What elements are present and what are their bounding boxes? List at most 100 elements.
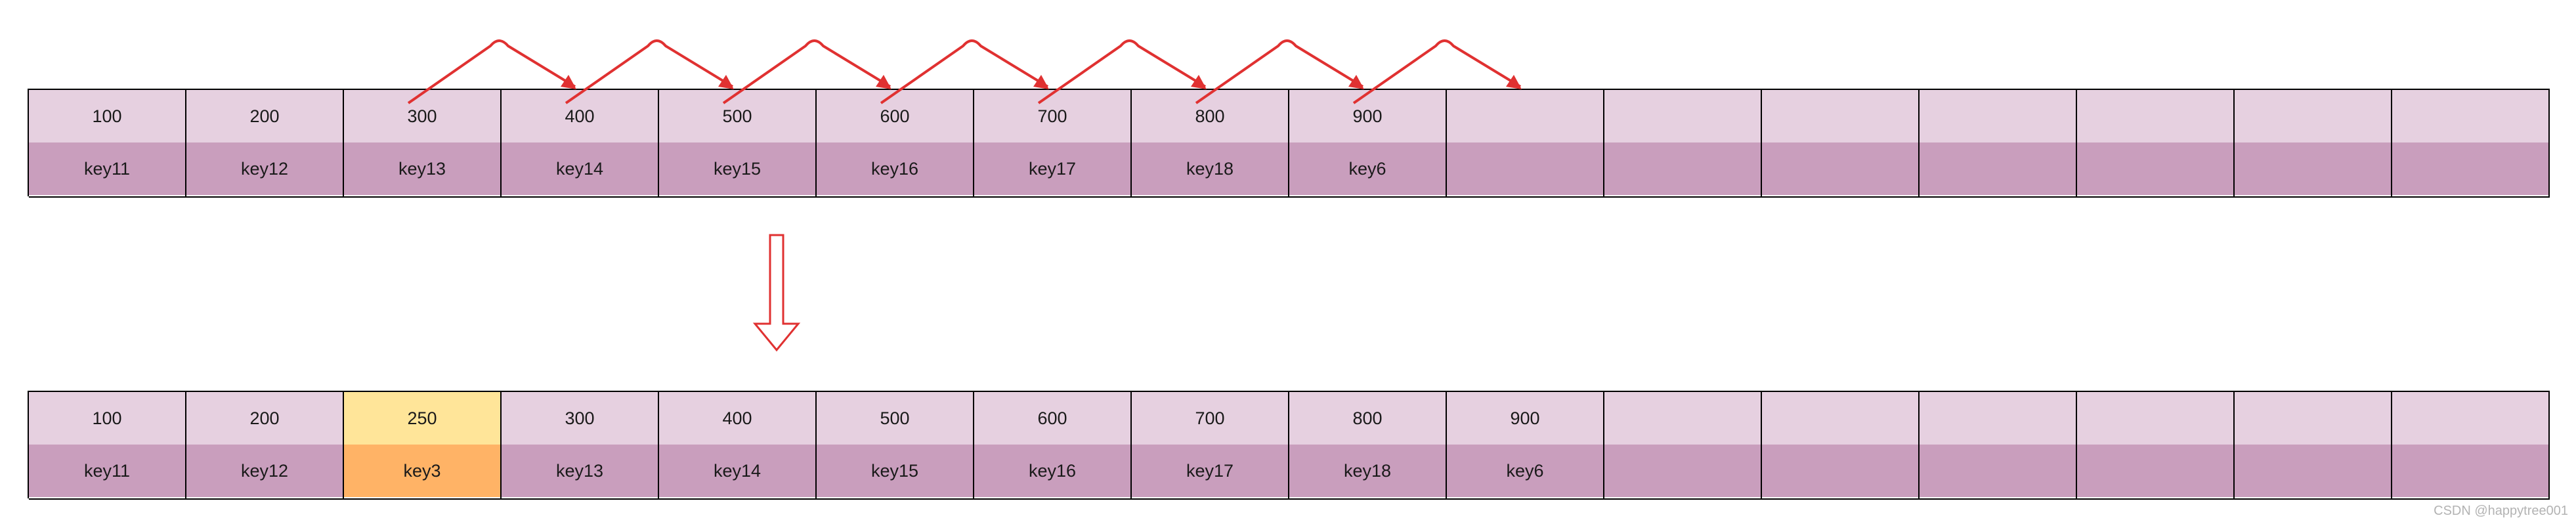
array-cell: [2392, 392, 2550, 500]
cell-value: [2235, 392, 2391, 445]
array-cell: [2235, 90, 2392, 198]
cell-key: [2077, 142, 2233, 195]
cell-value: 600: [817, 90, 973, 142]
array-cell: [1920, 392, 2077, 500]
cell-value: 600: [974, 392, 1130, 445]
array-cell: [1604, 392, 1762, 500]
cell-key: key13: [502, 445, 658, 497]
cell-key: key6: [1447, 445, 1603, 497]
transition-arrow: [752, 234, 801, 352]
array-cell: [1447, 90, 1604, 198]
cell-key: [1762, 142, 1918, 195]
cell-value: 300: [502, 392, 658, 445]
cell-key: key16: [974, 445, 1130, 497]
array-cell: [1762, 90, 1920, 198]
cell-value: 900: [1289, 90, 1446, 142]
cell-key: [1762, 445, 1918, 497]
cell-key: key11: [29, 142, 185, 195]
array-cell: [2235, 392, 2392, 500]
array-cell: [2077, 90, 2235, 198]
cell-value: [1447, 90, 1603, 142]
cell-value: [1762, 90, 1918, 142]
cell-value: [2392, 90, 2548, 142]
cell-key: key16: [817, 142, 973, 195]
cell-value: 700: [1132, 392, 1288, 445]
cell-value: [1920, 392, 2076, 445]
cell-value: 250: [344, 392, 500, 445]
cell-value: 800: [1289, 392, 1446, 445]
cell-key: key11: [29, 445, 185, 497]
cell-key: key17: [974, 142, 1130, 195]
cell-key: key3: [344, 445, 500, 497]
cell-key: [1604, 142, 1761, 195]
cell-value: 400: [659, 392, 815, 445]
cell-value: [1604, 90, 1761, 142]
cell-key: key12: [186, 142, 343, 195]
cell-value: [2235, 90, 2391, 142]
cell-value: [2077, 90, 2233, 142]
cell-value: 100: [29, 90, 185, 142]
cell-value: 700: [974, 90, 1130, 142]
array-cell: [1762, 392, 1920, 500]
cell-value: [2392, 392, 2548, 445]
cell-key: key18: [1289, 445, 1446, 497]
cell-key: [2235, 142, 2391, 195]
cell-key: [1920, 445, 2076, 497]
shift-arrow-head: [1348, 75, 1364, 89]
cell-key: key18: [1132, 142, 1288, 195]
cell-key: [1447, 142, 1603, 195]
cell-key: key14: [659, 445, 815, 497]
shift-arrow-head: [561, 75, 576, 89]
shift-arrow-head: [1506, 75, 1522, 89]
shift-arrow-head: [876, 75, 891, 89]
cell-value: 900: [1447, 392, 1603, 445]
cell-key: [1920, 142, 2076, 195]
shift-arrow-head: [1191, 75, 1207, 89]
shift-arrow-head: [1033, 75, 1049, 89]
cell-key: key6: [1289, 142, 1446, 195]
array-cell: [1920, 90, 2077, 198]
cell-value: 100: [29, 392, 185, 445]
cell-key: key13: [344, 142, 500, 195]
shift-arrow-head: [718, 75, 734, 89]
cell-key: key15: [659, 142, 815, 195]
array-cell: [1604, 90, 1762, 198]
array-cell: [2077, 392, 2235, 500]
cell-value: [1920, 90, 2076, 142]
cell-value: [1762, 392, 1918, 445]
cell-key: [2392, 142, 2548, 195]
cell-value: 400: [502, 90, 658, 142]
cell-key: [2077, 445, 2233, 497]
cell-value: [2077, 392, 2233, 445]
cell-key: [1604, 445, 1761, 497]
cell-key: [2392, 445, 2548, 497]
cell-value: 200: [186, 90, 343, 142]
cell-key: key17: [1132, 445, 1288, 497]
cell-key: [2235, 445, 2391, 497]
cell-value: 500: [817, 392, 973, 445]
cell-key: key14: [502, 142, 658, 195]
cell-value: 300: [344, 90, 500, 142]
cell-key: key15: [817, 445, 973, 497]
watermark: CSDN @happytree001: [2434, 504, 2568, 518]
cell-value: 500: [659, 90, 815, 142]
cell-value: 800: [1132, 90, 1288, 142]
